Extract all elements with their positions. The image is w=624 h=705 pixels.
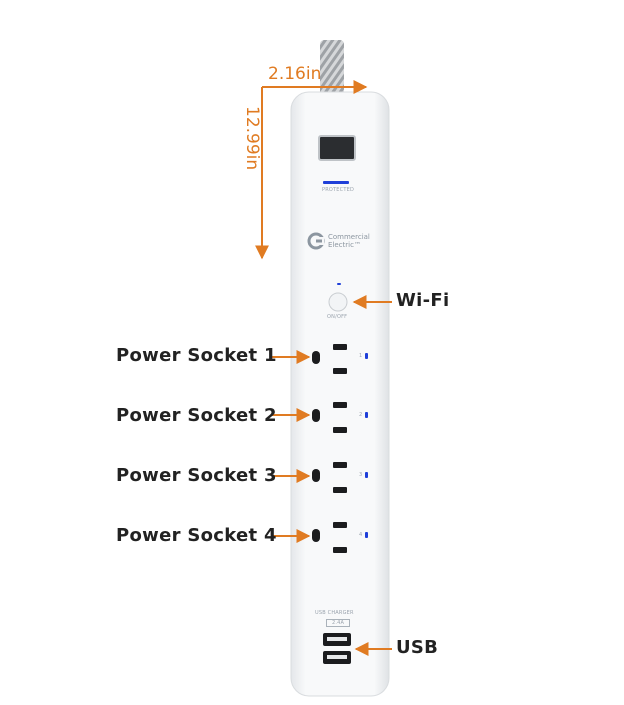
power-strip-body — [290, 91, 390, 697]
usb-charger-label: USB CHARGER — [315, 610, 354, 616]
protected-label: PROTECTED — [322, 187, 354, 193]
outlet-number-4: 4 — [359, 532, 363, 538]
outlet-3 — [312, 462, 368, 493]
outlet-4-indicator-light — [365, 532, 368, 538]
power-socket-4-label: Power Socket 4 — [116, 525, 277, 546]
outlet-number-1: 1 — [359, 353, 363, 359]
on-off-label: ON/OFF — [327, 314, 348, 320]
brand-name-line-2: Electric™ — [328, 241, 361, 249]
power-switch — [318, 135, 356, 161]
usb-callout-label: USB — [396, 637, 439, 658]
outlet-4 — [312, 522, 368, 553]
brand-name-line-1: Commercial — [328, 233, 370, 241]
power-socket-2-label: Power Socket 2 — [116, 405, 277, 426]
power-socket-1-label: Power Socket 1 — [116, 345, 277, 366]
protected-indicator-light — [323, 181, 349, 184]
usb-rating-label: 2.4A — [326, 619, 351, 627]
power-socket-3-label: Power Socket 3 — [116, 465, 277, 486]
usb-port-1 — [323, 633, 351, 646]
usb-port-2 — [323, 651, 351, 664]
width-dimension-label: 2.16in — [268, 64, 322, 84]
outlet-number-2: 2 — [359, 412, 363, 418]
outlet-3-indicator-light — [365, 472, 368, 478]
outlet-1-indicator-light — [365, 353, 368, 359]
wifi-callout-label: Wi-Fi — [396, 290, 450, 311]
wifi-on-off-button — [328, 292, 348, 312]
outlet-2-indicator-light — [365, 412, 368, 418]
height-dimension-label: 12.99in — [242, 106, 262, 171]
wifi-indicator-light — [337, 283, 341, 285]
outlet-2 — [312, 402, 368, 433]
outlet-number-3: 3 — [359, 472, 363, 478]
outlet-1 — [312, 344, 368, 374]
